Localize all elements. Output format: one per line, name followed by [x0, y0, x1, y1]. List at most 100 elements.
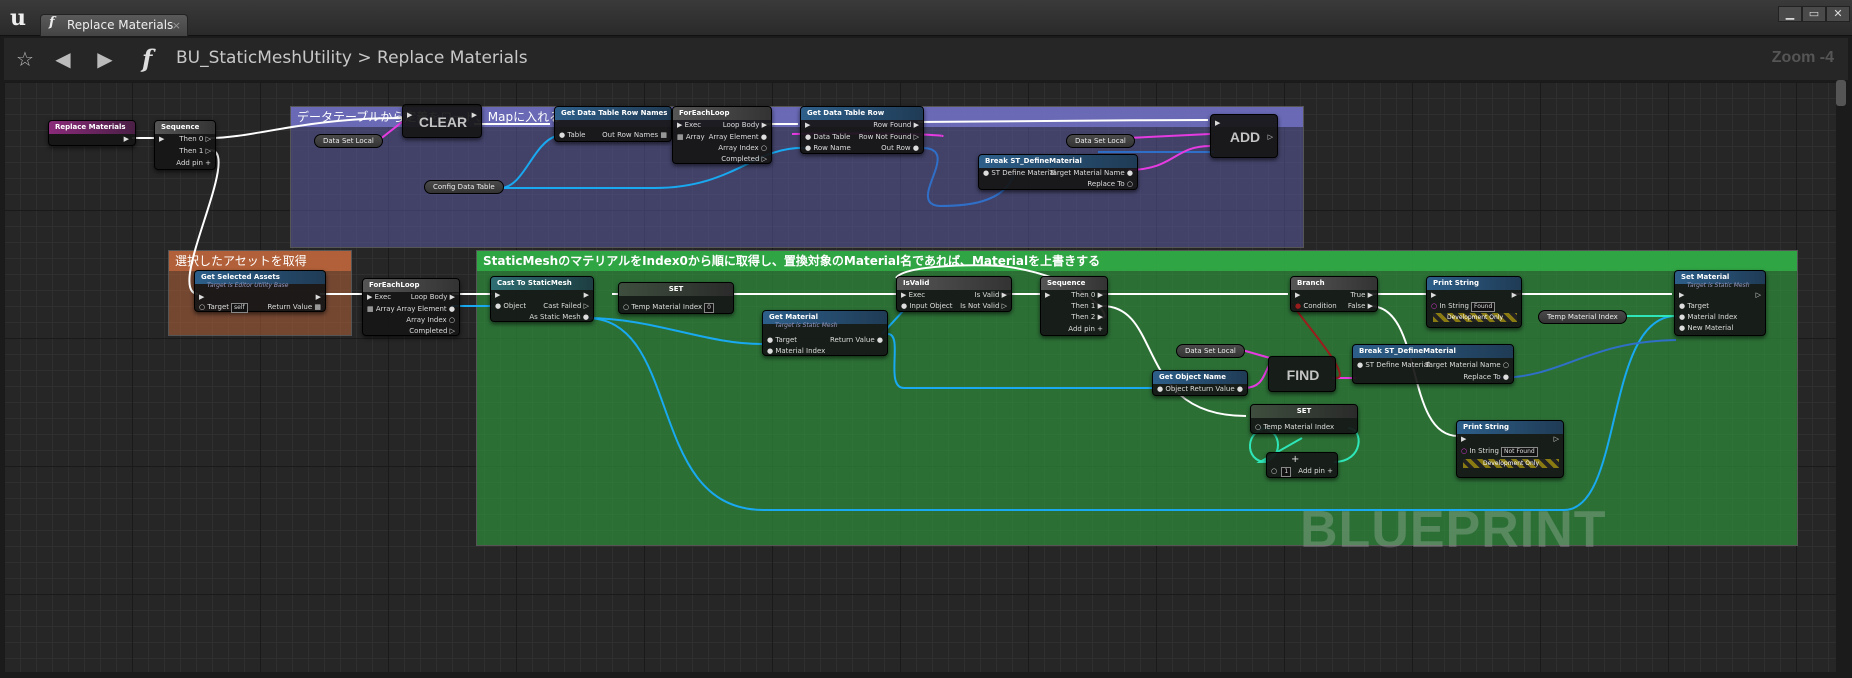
loop-body-pin[interactable]: Loop Body ▶ [722, 121, 767, 129]
add-pin-button[interactable]: Add pin + [176, 159, 211, 167]
exec-in-pin[interactable]: ▶ [1215, 119, 1221, 127]
scrollbar[interactable] [1836, 80, 1846, 106]
row-name-pin[interactable]: ● Row Name [805, 144, 851, 152]
exec-out-pin[interactable]: ▶ [471, 111, 477, 119]
node-branch[interactable]: Branch ▶ ● Condition True ▶ False ▶ [1290, 276, 1378, 312]
data-table-pin[interactable]: ● Data Table [805, 133, 851, 141]
node-sequence[interactable]: Sequence ▶ Then 0 ▶ Then 1 ▶ Then 2 ▶ Ad… [1040, 276, 1108, 336]
return-value-pin[interactable]: Return Value ● [829, 336, 883, 344]
return-value-pin[interactable]: Return Value ● [1189, 385, 1243, 393]
breadcrumb-root[interactable]: BU_StaticMeshUtility [176, 48, 352, 68]
replace-to-pin[interactable]: Replace To ● [1463, 373, 1509, 381]
node-get-object-name[interactable]: Get Object Name ● Object Return Value ● [1152, 370, 1248, 396]
tab-close-icon[interactable]: × [171, 19, 181, 32]
exec-out-pin[interactable]: ▷ [1553, 435, 1559, 443]
exec-in-pin[interactable]: ▶ [1045, 291, 1051, 299]
value-box[interactable]: 1 [1281, 467, 1292, 477]
row-not-found-pin[interactable]: Row Not Found ▷ [858, 133, 919, 141]
out-row-names-pin[interactable]: Out Row Names ▦ [602, 131, 667, 139]
var-config-data-table[interactable]: Config Data Table [424, 180, 504, 194]
node-get-data-table-row[interactable]: Get Data Table Row ▶ ● Data Table ● Row … [800, 106, 924, 154]
close-button[interactable]: ✕ [1826, 6, 1850, 22]
node-get-material[interactable]: Get Material Target is Static Mesh ● Tar… [762, 310, 888, 356]
object-pin[interactable]: ● Object [495, 302, 527, 310]
table-pin[interactable]: ● Table [559, 131, 586, 139]
string-value-box[interactable]: Found [1470, 302, 1496, 312]
blueprint-graph-canvas[interactable]: データテーブルから定義をロード、Mapに入れる 選択したアセットを取得 Stat… [4, 82, 1836, 672]
exec-in-pin[interactable]: ▶ [159, 135, 165, 143]
exec-in-pin[interactable]: ▶ [805, 121, 811, 129]
node-cast-to-staticmesh[interactable]: Cast To StaticMesh ▶ ▶ ● Object Cast Fai… [490, 276, 594, 322]
cast-failed-pin[interactable]: Cast Failed ▷ [543, 302, 589, 310]
object-pin[interactable]: ● Object [1157, 385, 1189, 393]
then-0-pin[interactable]: Then 0 ▶ [1071, 291, 1103, 299]
var-temp-material-index[interactable]: Temp Material Index [1538, 310, 1627, 324]
exec-out-pin[interactable]: ▶ [123, 135, 129, 143]
array-element-pin[interactable]: Array Element ● [396, 305, 455, 313]
completed-pin[interactable]: Completed ▷ [721, 155, 767, 163]
input-object-pin[interactable]: ● Input Object [901, 302, 953, 310]
node-clear[interactable]: CLEAR ▶ ▶ [402, 104, 482, 138]
exec-in-pin[interactable]: ▶ [1295, 291, 1301, 299]
var-data-set-local[interactable]: Data Set Local [1176, 344, 1245, 358]
is-not-valid-pin[interactable]: Is Not Valid ▷ [960, 302, 1007, 310]
node-set-material[interactable]: Set Material Target is Static Mesh ▶ ▷ ●… [1674, 270, 1766, 336]
exec-in-pin[interactable]: ▶ Exec [901, 291, 926, 299]
add-pin-button[interactable]: Add pin + [1298, 467, 1333, 475]
array-pin[interactable]: ▦ Array [367, 305, 395, 313]
row-found-pin[interactable]: Row Found ▶ [873, 121, 919, 129]
exec-out-pin[interactable]: ▶ [1511, 291, 1517, 299]
material-index-pin[interactable]: ● Material Index [1679, 313, 1738, 321]
string-value-box[interactable]: Not Found [1500, 447, 1538, 457]
condition-pin[interactable]: ● Condition [1295, 302, 1337, 310]
exec-in-pin[interactable]: ▶ [1461, 435, 1467, 443]
exec-in-pin[interactable]: ▶ [1679, 291, 1685, 299]
struct-in-pin[interactable]: ● ST Define Material [983, 169, 1056, 177]
temp-material-index-pin[interactable]: ○ Temp Material Index [1255, 423, 1335, 431]
value-box[interactable]: 0 [704, 303, 714, 313]
node-foreach-loop[interactable]: ForEachLoop ▶ Exec ▦ Array Loop Body ▶ A… [362, 278, 460, 336]
node-sequence[interactable]: Sequence ▶ Then 0 ▷ Then 1 ▷ Add pin + [154, 120, 216, 170]
node-map-add[interactable]: ADD ▶ ▷ [1210, 114, 1278, 158]
favorite-star-icon[interactable]: ☆ [16, 47, 34, 71]
target-material-name-pin[interactable]: Target Material Name ○ [1425, 361, 1509, 369]
node-map-find[interactable]: FIND [1268, 356, 1336, 392]
exec-out-pin[interactable]: ▷ [1267, 133, 1273, 141]
array-pin[interactable]: ▦ Array [677, 133, 705, 141]
is-valid-pin[interactable]: Is Valid ▶ [974, 291, 1007, 299]
node-break-st-define-material[interactable]: Break ST_DefineMaterial ● ST Define Mate… [1352, 344, 1514, 384]
then-1-pin[interactable]: Then 1 ▶ [1071, 302, 1103, 310]
exec-out-pin[interactable]: ▶ [315, 293, 321, 301]
new-material-pin[interactable]: ● New Material [1679, 324, 1734, 332]
false-pin[interactable]: False ▶ [1347, 302, 1373, 310]
int-in-pin[interactable]: ○ 1 [1271, 467, 1292, 477]
completed-pin[interactable]: Completed ▷ [409, 327, 455, 335]
exec-in-pin[interactable]: ▶ [1431, 291, 1437, 299]
array-index-pin[interactable]: Array Index ○ [406, 316, 455, 324]
target-material-name-pin[interactable]: Target Material Name ● [1049, 169, 1133, 177]
exec-in-pin[interactable]: ▶ Exec [367, 293, 392, 301]
node-foreach-loop[interactable]: ForEachLoop ▶ Exec ▦ Array Loop Body ▶ A… [672, 106, 772, 164]
var-data-set-local[interactable]: Data Set Local [314, 134, 383, 148]
array-element-pin[interactable]: Array Element ● [708, 133, 767, 141]
struct-in-pin[interactable]: ● ST Define Material [1357, 361, 1430, 369]
then-2-pin[interactable]: Then 2 ▶ [1071, 313, 1103, 321]
then-1-pin[interactable]: Then 1 ▷ [179, 147, 211, 155]
back-arrow-icon[interactable]: ◀ [55, 47, 71, 71]
node-set-temp-material-index[interactable]: SET ○ Temp Material Index [1250, 404, 1358, 434]
node-get-data-table-row-names[interactable]: Get Data Table Row Names ● Table Out Row… [554, 106, 672, 142]
maximize-button[interactable]: ▭ [1802, 6, 1826, 22]
replace-to-pin[interactable]: Replace To ○ [1087, 180, 1133, 188]
true-pin[interactable]: True ▶ [1350, 291, 1373, 299]
exec-in-pin[interactable]: ▶ Exec [677, 121, 702, 129]
material-index-pin[interactable]: ● Material Index [767, 347, 826, 355]
node-is-valid[interactable]: IsValid ▶ Exec ● Input Object Is Valid ▶… [896, 276, 1012, 312]
exec-in-pin[interactable]: ▶ [495, 291, 501, 299]
var-data-set-local[interactable]: Data Set Local [1066, 134, 1135, 148]
